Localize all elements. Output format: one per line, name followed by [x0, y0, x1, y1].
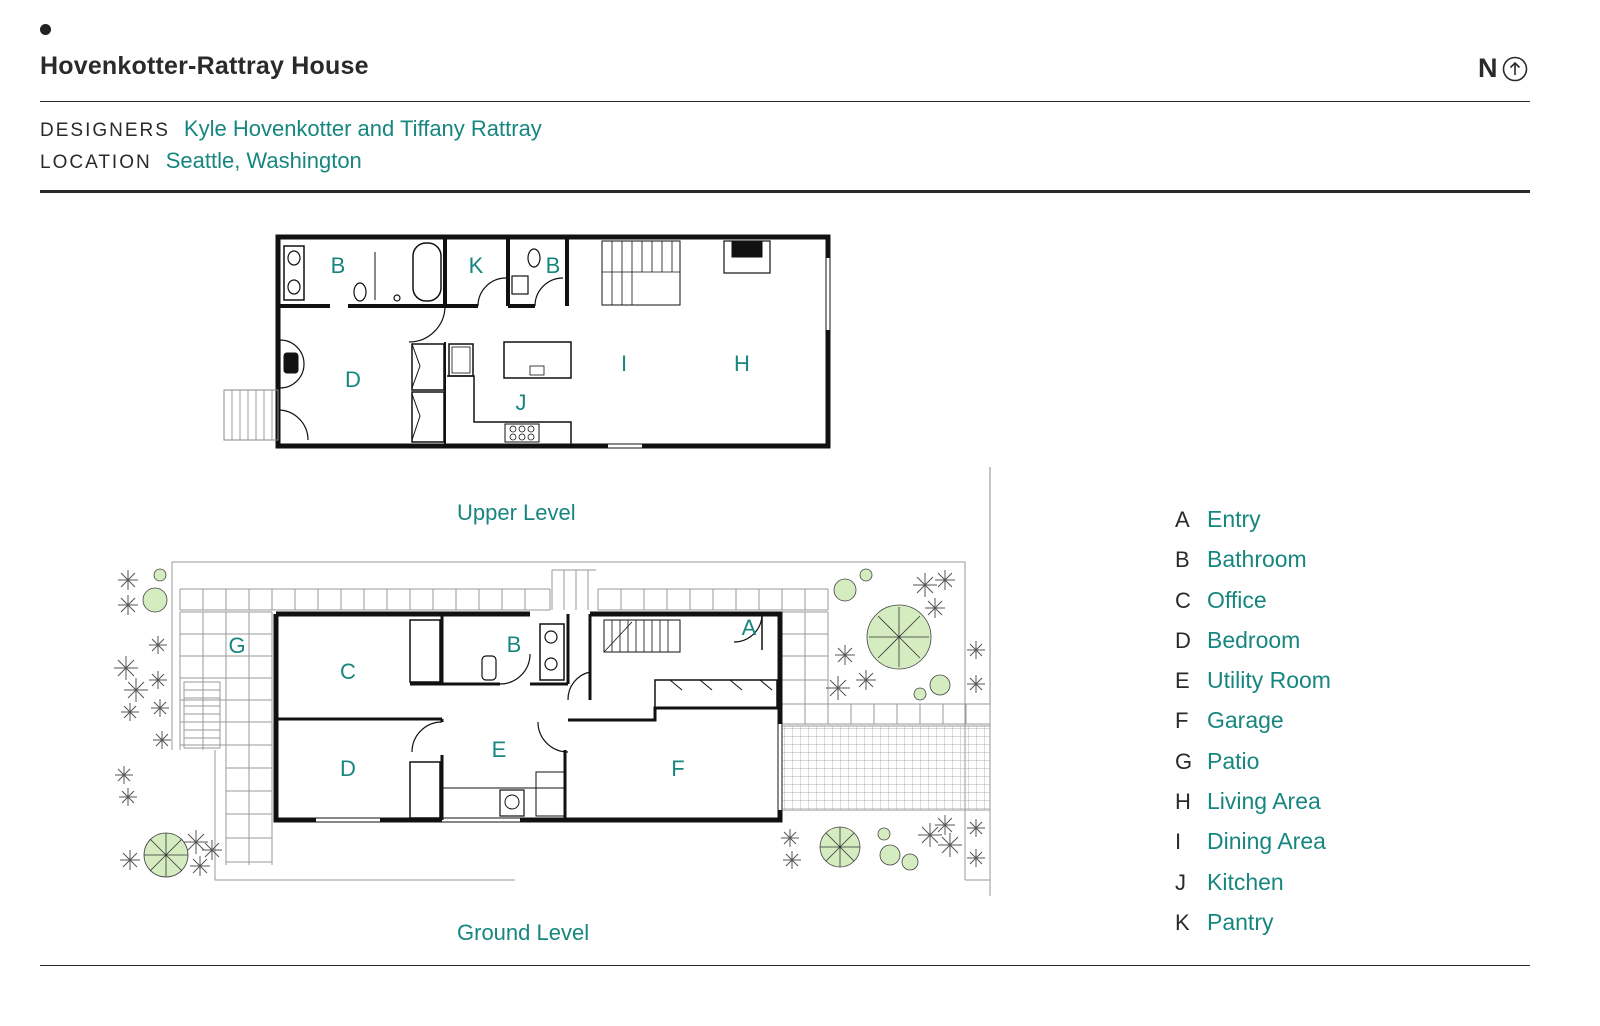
legend-label: Dining Area: [1207, 828, 1326, 855]
room-label: D: [345, 367, 361, 392]
legend-label: Bathroom: [1207, 546, 1307, 573]
legend-item: J Kitchen: [1175, 869, 1331, 909]
legend-letter: K: [1175, 909, 1190, 935]
legend-item: A Entry: [1175, 506, 1331, 546]
legend-label: Kitchen: [1207, 868, 1284, 895]
north-indicator: N: [1478, 55, 1528, 82]
tree-icons: [142, 568, 951, 878]
room-legend: A Entry B Bathroom C Office D Bedroom E Utili…: [1175, 506, 1331, 949]
legend-label: Living Area: [1207, 788, 1321, 815]
location-row: LOCATION Seattle, Washington: [40, 148, 362, 174]
legend-label: Utility Room: [1207, 667, 1331, 694]
legend-item: D Bedroom: [1175, 627, 1331, 667]
legend-item: K Pantry: [1175, 909, 1331, 949]
room-label: F: [671, 756, 684, 781]
room-label: A: [742, 615, 757, 640]
room-label: B: [507, 632, 522, 657]
location-value: Seattle, Washington: [165, 148, 362, 173]
legend-item: E Utility Room: [1175, 667, 1331, 707]
legend-letter: H: [1175, 789, 1191, 815]
legend-letter: J: [1175, 869, 1186, 895]
designers-key: DESIGNERS: [40, 120, 170, 141]
legend-item: B Bathroom: [1175, 546, 1331, 586]
legend-letter: A: [1175, 507, 1190, 532]
page-title: Hovenkotter-Rattray House: [40, 52, 369, 80]
legend-label: Bedroom: [1207, 626, 1301, 653]
legend-letter: B: [1175, 547, 1190, 573]
ground-room-labels: G C B A E D F: [228, 615, 756, 781]
ground-level-caption: Ground Level: [457, 920, 590, 945]
designers-value: Kyle Hovenkotter and Tiffany Rattray: [183, 116, 542, 141]
room-label: B: [546, 253, 561, 278]
room-label: D: [340, 756, 356, 781]
room-label: J: [516, 390, 527, 415]
legend-label: Entry: [1207, 506, 1261, 532]
room-label: G: [228, 633, 245, 658]
room-label: H: [734, 351, 750, 376]
legend-label: Pantry: [1207, 908, 1274, 935]
legend-letter: F: [1175, 708, 1189, 734]
room-label: I: [621, 351, 627, 376]
legend-label: Garage: [1207, 707, 1284, 734]
room-label: K: [469, 253, 484, 278]
legend-item: G Patio: [1175, 748, 1331, 788]
bullet-dot: [40, 24, 51, 35]
upper-level-plan: [223, 234, 831, 449]
ground-level-plan: [114, 561, 991, 896]
legend-item: C Office: [1175, 587, 1331, 627]
legend-label: Office: [1207, 586, 1267, 613]
legend-label: Patio: [1207, 747, 1260, 774]
north-label: N: [1478, 53, 1498, 83]
legend-item: H Living Area: [1175, 788, 1331, 828]
legend-letter: I: [1175, 829, 1182, 855]
legend-item: I Dining Area: [1175, 828, 1331, 868]
upper-room-labels: B K B D I H J: [331, 253, 750, 415]
footer-divider: [40, 965, 1530, 966]
designers-row: DESIGNERS Kyle Hovenkotter and Tiffany R…: [40, 116, 542, 142]
legend-item: F Garage: [1175, 707, 1331, 747]
north-arrow-icon: [1502, 56, 1527, 81]
legend-letter: D: [1175, 627, 1191, 653]
location-key: LOCATION: [40, 152, 152, 173]
room-label: B: [331, 253, 346, 278]
room-label: E: [492, 737, 507, 762]
shrub-icons: [114, 570, 985, 876]
legend-letter: G: [1175, 748, 1193, 774]
header-divider: [40, 101, 1530, 102]
meta-divider: [40, 190, 1530, 193]
legend-letter: C: [1175, 587, 1191, 613]
legend-letter: E: [1175, 668, 1190, 694]
room-label: C: [340, 659, 356, 684]
upper-level-caption: Upper Level: [457, 500, 576, 525]
